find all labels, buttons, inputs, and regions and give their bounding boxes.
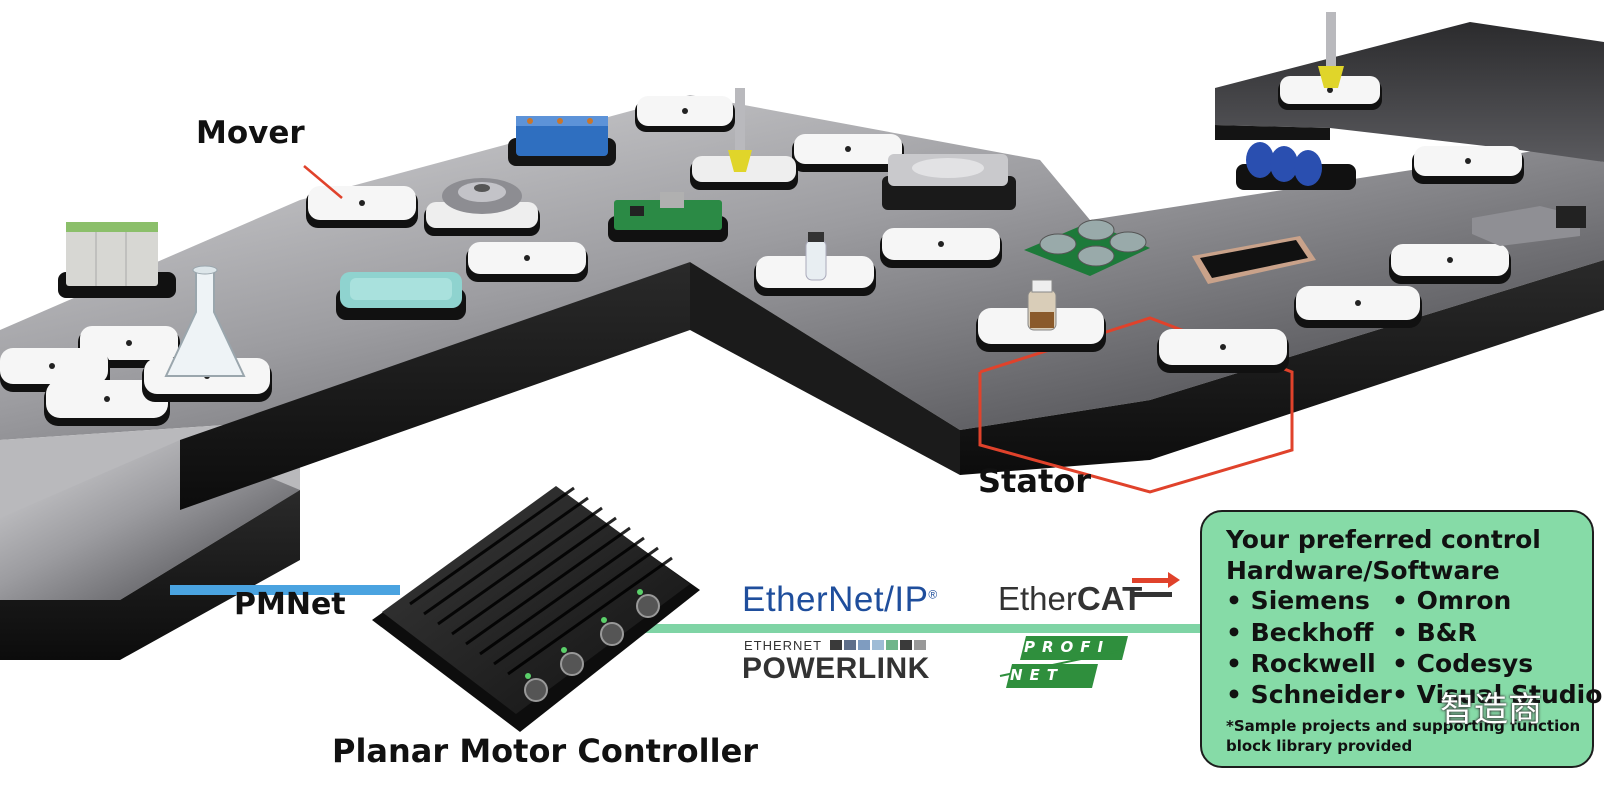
stator-label: Stator (978, 462, 1091, 500)
panel-title: Your preferred control Hardware/Software (1226, 524, 1541, 586)
connector-port (636, 594, 660, 618)
control-platforms-panel: Your preferred control Hardware/Software… (1200, 510, 1602, 768)
controller-label: Planar Motor Controller (332, 732, 759, 770)
robot-gripper (1472, 206, 1586, 246)
powerlink-small-text: ETHERNET (744, 638, 823, 653)
panel-title-line1: Your preferred control (1226, 525, 1541, 554)
mover-tile (1294, 286, 1422, 328)
erlenmeyer-flask (164, 265, 246, 377)
mover-tile (466, 242, 588, 282)
pmnet-label: PMNet (234, 587, 346, 622)
stator-highlight (978, 316, 1294, 494)
mover-tile (792, 134, 904, 172)
ethernet-cable (614, 624, 1202, 633)
vial (805, 232, 827, 281)
ethercat-bold: CAT (1076, 580, 1143, 617)
powerlink-stripes-icon (830, 640, 926, 650)
bearing-tray (1024, 219, 1150, 276)
powerlink-logo-text: POWERLINK (742, 652, 930, 685)
panel-footnote: *Sample projects and supporting function… (1226, 717, 1581, 755)
panel-title-line2: Hardware/Software (1226, 556, 1500, 585)
ethernet-ip-logo: EtherNet/IP® (742, 580, 938, 620)
battery-pack (508, 116, 616, 166)
ethercat-arrows-icon (1132, 572, 1180, 597)
vendor-item: • Siemens (1226, 586, 1370, 615)
mover-tile (306, 186, 418, 228)
spindle-tool (1318, 12, 1344, 88)
mover-tiles (0, 76, 1524, 426)
ethercat-logo: EtherCAT (998, 580, 1142, 618)
smartphone (1192, 236, 1316, 284)
mover-tile (44, 380, 170, 426)
watermark-text: 智造商 (1440, 690, 1542, 730)
profinet-logo-icon (999, 636, 1128, 688)
profinet-line1: PROFI (1024, 638, 1111, 656)
pmnet-cable (170, 585, 400, 595)
pipette-tray (336, 272, 466, 320)
mover-tile (880, 228, 1002, 268)
hard-drive (882, 154, 1016, 210)
registered-mark: ® (928, 587, 938, 602)
connector-port (560, 652, 584, 676)
vendor-item: • B&R (1392, 618, 1477, 647)
circuit-board (608, 192, 728, 242)
ethercat-prefix: Ether (998, 580, 1077, 617)
mover-tile (1157, 329, 1289, 373)
vendor-item: • Visual Studio (1392, 680, 1603, 709)
mover-tile (1412, 146, 1524, 184)
mover-leader-line (303, 165, 343, 199)
connector-port (524, 678, 548, 702)
connector-port (600, 622, 624, 646)
vendor-item: • Beckhoff (1226, 618, 1374, 647)
spindle-tool (690, 88, 798, 190)
circuit-breaker (58, 222, 176, 298)
medicine-bottle (1027, 279, 1057, 331)
ethernet-ip-text: EtherNet/IP (742, 580, 929, 619)
planar-motor-controller (372, 486, 700, 732)
vendor-item: • Rockwell (1226, 649, 1376, 678)
mover-tile (1389, 244, 1511, 284)
vendor-item: • Codesys (1392, 649, 1534, 678)
turbine-wheel (424, 178, 540, 236)
mover-tile (635, 96, 735, 132)
mover-tile (1278, 76, 1382, 110)
blue-cylinders (1236, 142, 1356, 190)
mover-label: Mover (196, 115, 305, 151)
profinet-line2: NET (1010, 666, 1065, 684)
vendor-item: • Omron (1392, 586, 1512, 615)
vendor-item: • Schneider (1226, 680, 1392, 709)
payloads (58, 12, 1586, 377)
